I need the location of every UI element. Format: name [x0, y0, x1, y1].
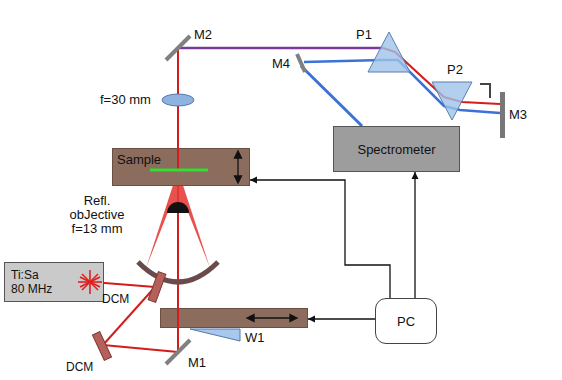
primary-mirror — [138, 262, 218, 282]
laser-beam — [177, 148, 179, 170]
motion-arrow — [235, 151, 242, 183]
return-beam — [301, 66, 362, 126]
arrow-head — [235, 176, 242, 183]
spectrometer-box: Spectrometer — [333, 126, 460, 172]
laser-star — [78, 270, 102, 294]
sample-holder: Sample — [112, 148, 250, 186]
arrow-head — [412, 172, 419, 179]
control-connector — [308, 316, 375, 323]
lens — [162, 94, 194, 106]
node-text: Spectrometer — [357, 142, 435, 157]
part-label: M2 — [194, 28, 212, 42]
star-ray — [80, 277, 100, 287]
chirped-mirror — [148, 272, 166, 303]
connector-line — [250, 180, 390, 298]
node-text: PC — [397, 314, 415, 329]
node-text: Sample — [117, 152, 161, 167]
part-label: M3 — [509, 108, 527, 122]
arrow-head — [290, 315, 297, 322]
combined-beam — [178, 47, 383, 50]
arrow-head — [235, 151, 242, 158]
part-label: DCM — [66, 360, 93, 374]
laser-beam — [103, 345, 178, 352]
node-text: Ti:Sa 80 MHz — [11, 268, 54, 296]
part-label: P1 — [356, 28, 372, 42]
arrow-head — [250, 177, 257, 184]
beam-block — [480, 84, 490, 98]
mirror — [500, 92, 505, 138]
laser-beam — [103, 287, 155, 345]
part-label: M1 — [188, 356, 206, 370]
control-connector — [412, 172, 419, 298]
objective-label: Refl. obJective f=13 mm — [64, 194, 130, 236]
laser-beam — [177, 308, 179, 328]
mirror — [297, 54, 305, 72]
arrow-head — [308, 316, 315, 323]
part-label: P2 — [447, 63, 463, 77]
part-label: M4 — [272, 57, 290, 71]
star-ray — [80, 277, 100, 287]
arrow-shaft — [252, 317, 292, 318]
connector-line — [414, 172, 415, 298]
arrow-head — [247, 315, 254, 322]
node-text: W1 — [245, 330, 265, 345]
arrow-shaft — [237, 156, 238, 178]
chirped-mirror — [92, 332, 111, 361]
secondary-mirror — [167, 202, 189, 213]
sample-film — [150, 169, 208, 172]
wedge — [190, 329, 240, 341]
prism — [368, 32, 410, 72]
connector-line — [308, 318, 375, 319]
computer-box: PC — [375, 298, 437, 344]
prism — [432, 82, 472, 120]
mirror — [166, 340, 190, 364]
control-connector — [250, 177, 390, 299]
mirror — [166, 36, 190, 60]
motion-arrow — [247, 315, 297, 322]
part-label: f=30 mm — [100, 93, 151, 107]
part-label: DCM — [102, 292, 129, 306]
